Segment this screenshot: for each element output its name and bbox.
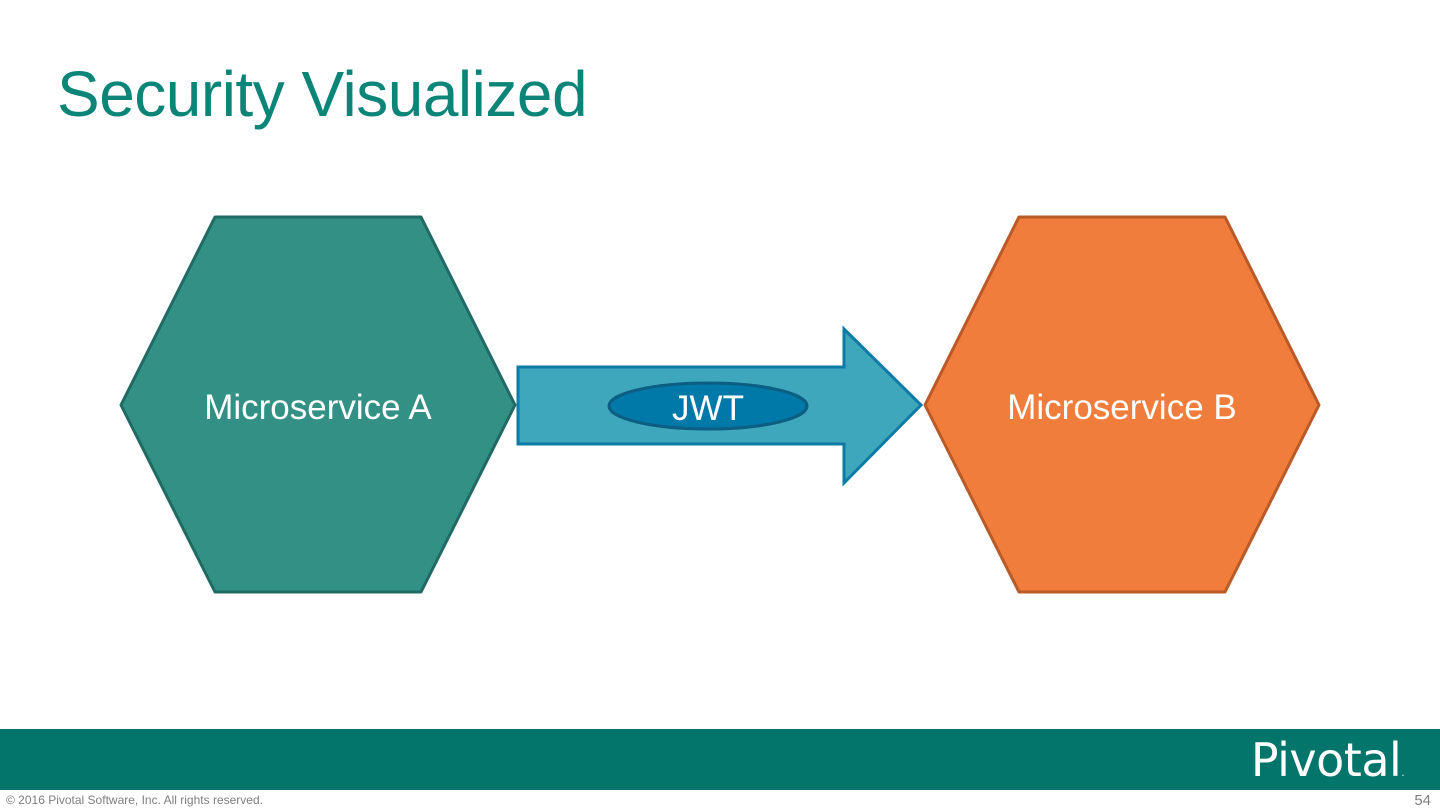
jwt-token-ellipse	[607, 381, 809, 431]
microservice-a-label: Microservice A	[204, 388, 432, 427]
footer-bar	[0, 729, 1440, 790]
logo-dot: .	[1401, 768, 1404, 779]
jwt-label: JWT	[672, 389, 744, 428]
logo-text: Pivotal	[1250, 733, 1402, 787]
jwt-arrow[interactable]: JWT	[516, 325, 924, 487]
copyright-text: © 2016 Pivotal Software, Inc. All rights…	[6, 793, 263, 807]
page-number: 54	[1414, 792, 1431, 809]
microservice-a-hexagon	[119, 215, 517, 594]
microservice-b-hexagon	[923, 215, 1321, 594]
microservice-a-node[interactable]: Microservice A	[119, 215, 517, 594]
pivotal-logo: Pivotal.	[1251, 737, 1405, 797]
microservice-b-label: Microservice B	[1007, 388, 1236, 427]
microservice-b-node[interactable]: Microservice B	[923, 215, 1321, 594]
slide-title: Security Visualized	[57, 58, 588, 130]
